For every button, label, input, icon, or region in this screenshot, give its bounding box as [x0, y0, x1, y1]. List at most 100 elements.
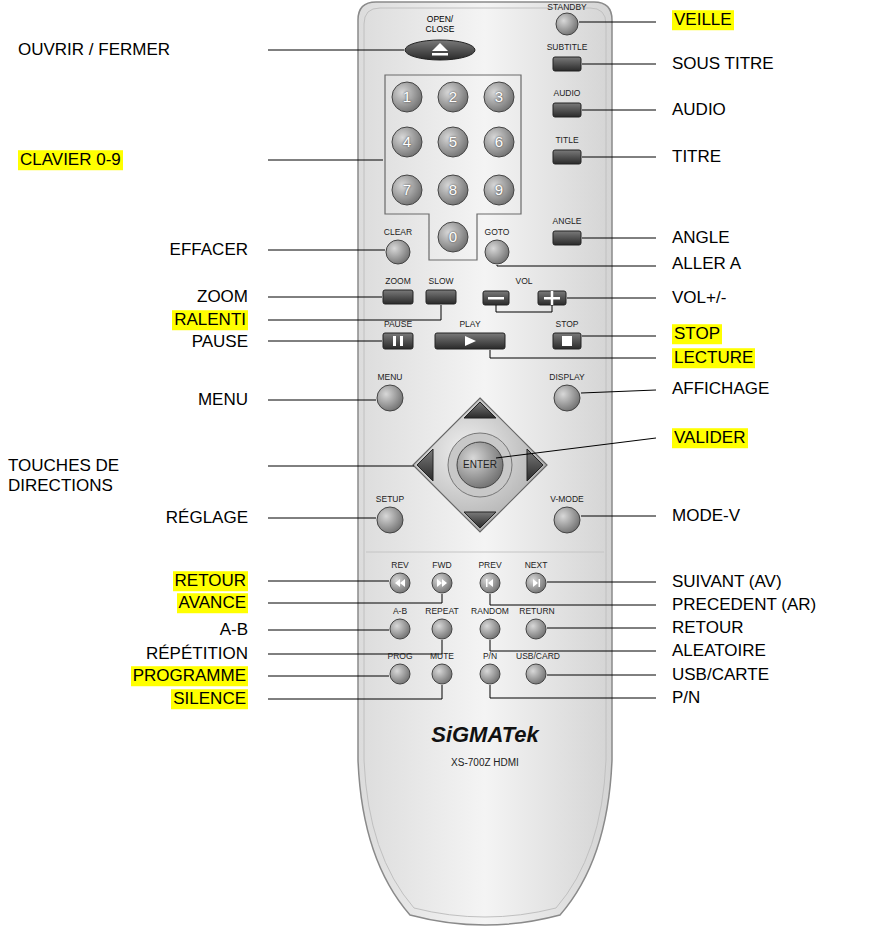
remote-part: [268, 676, 389, 677]
remote-part: [547, 582, 656, 583]
callout-label: PAUSE: [192, 332, 248, 352]
remote-part: [582, 157, 656, 158]
key-number: 4: [403, 133, 411, 150]
callout-label: USB/CARTE: [672, 665, 769, 685]
callout-label: AUDIO: [672, 100, 726, 120]
remote-part: [581, 390, 656, 393]
callout-label: SUIVANT (AV): [672, 572, 782, 592]
remote-part: [582, 238, 656, 239]
callout-label: EFFACER: [170, 240, 248, 260]
remote-part: [553, 231, 581, 245]
remote-part: [268, 250, 385, 251]
callout-label: OUVRIR / FERMER: [18, 40, 170, 60]
callout-label: STOP: [672, 324, 722, 344]
remote-body: [358, 2, 612, 925]
remote-part: [268, 160, 383, 161]
remote-part: [400, 336, 403, 346]
callout-label: TITRE: [672, 147, 721, 167]
callout-label: PRECEDENT (AR): [672, 595, 816, 615]
callout-label: RETOUR: [672, 618, 743, 638]
button-label: STOP: [556, 320, 579, 330]
remote-part: [426, 290, 456, 304]
remote-part: [438, 175, 468, 205]
remote-part: [582, 336, 656, 337]
remote-part: [358, 2, 612, 925]
remote-part: [582, 64, 656, 65]
key-number: 5: [449, 133, 457, 150]
button-label: ANGLE: [553, 217, 582, 227]
callout-label: P/N: [672, 688, 700, 708]
callout-label: TOUCHES DE DIRECTIONS: [8, 456, 138, 496]
remote-part: [268, 581, 389, 582]
remote-part: [496, 438, 656, 458]
remote-part: [268, 50, 404, 51]
remote-part: [405, 40, 475, 60]
remote-part: [432, 573, 452, 593]
remote-part: [377, 507, 403, 533]
remote-part: [547, 675, 656, 676]
button-label: P/N: [483, 652, 497, 662]
rect-buttons: [383, 40, 581, 349]
callout-label: AFFICHAGE: [672, 379, 769, 399]
button-label: SETUP: [376, 495, 404, 505]
button-label: TITLE: [555, 136, 578, 146]
remote-part: [432, 43, 448, 51]
button-label: SLOW: [428, 277, 453, 287]
remote-part: [484, 175, 514, 205]
key-number: 1: [403, 88, 411, 105]
remote-part: [496, 305, 552, 312]
remote-part: [438, 82, 468, 112]
remote-part: [268, 630, 389, 631]
callout-label: VEILLE: [672, 10, 734, 30]
remote-part: [484, 127, 514, 157]
key-number: 2: [449, 88, 457, 105]
remote-part: [485, 240, 509, 264]
button-label: REV: [391, 561, 408, 571]
button-label: MUTE: [430, 652, 454, 662]
remote-part: [480, 619, 500, 639]
remote-part: [465, 336, 476, 346]
round-buttons: [377, 13, 580, 684]
callout-label: PROGRAMME: [131, 666, 248, 686]
remote-part: [551, 291, 554, 305]
button-label: NEXT: [525, 561, 548, 571]
button-label: PREV: [478, 561, 501, 571]
remote-part: [268, 685, 442, 699]
remote-part: [392, 175, 422, 205]
callout-label: SOUS TITRE: [672, 54, 774, 74]
leader-lines: [268, 22, 656, 699]
remote-part: [554, 507, 580, 533]
remote-part: [432, 53, 448, 56]
button-label: RETURN: [519, 607, 554, 617]
callout-label: ALLER A: [672, 254, 741, 274]
remote-part: [526, 664, 546, 684]
remote-part: [268, 400, 376, 401]
remote-part: [268, 466, 414, 467]
remote-part: [567, 298, 656, 299]
button-label: PAUSE: [384, 320, 412, 330]
model-name: XS-700Z HDMI: [451, 757, 519, 769]
remote-part: [490, 685, 656, 698]
callout-label: LECTURE: [672, 348, 755, 368]
remote-part: [417, 449, 433, 481]
remote-part: [432, 619, 452, 639]
remote-part: [392, 82, 422, 112]
button-label: REPEAT: [425, 607, 458, 617]
button-icons: [393, 43, 572, 587]
remote-part: [437, 579, 447, 587]
button-label: USB/CARD: [516, 652, 560, 662]
remote-part: [268, 594, 442, 603]
key-number: 7: [403, 181, 411, 198]
callout-label: MENU: [198, 390, 248, 410]
remote-part: [390, 664, 410, 684]
callout-label: RÉGLAGE: [166, 508, 248, 528]
remote-part: [484, 82, 514, 112]
button-label: PLAY: [459, 320, 480, 330]
callout-label: A-B: [220, 620, 248, 640]
callout-label: RÉPÉTITION: [146, 644, 248, 664]
remote-part: [390, 573, 410, 593]
remote-part: [268, 305, 441, 320]
remote-part: [553, 57, 581, 71]
remote-part: [582, 110, 656, 111]
